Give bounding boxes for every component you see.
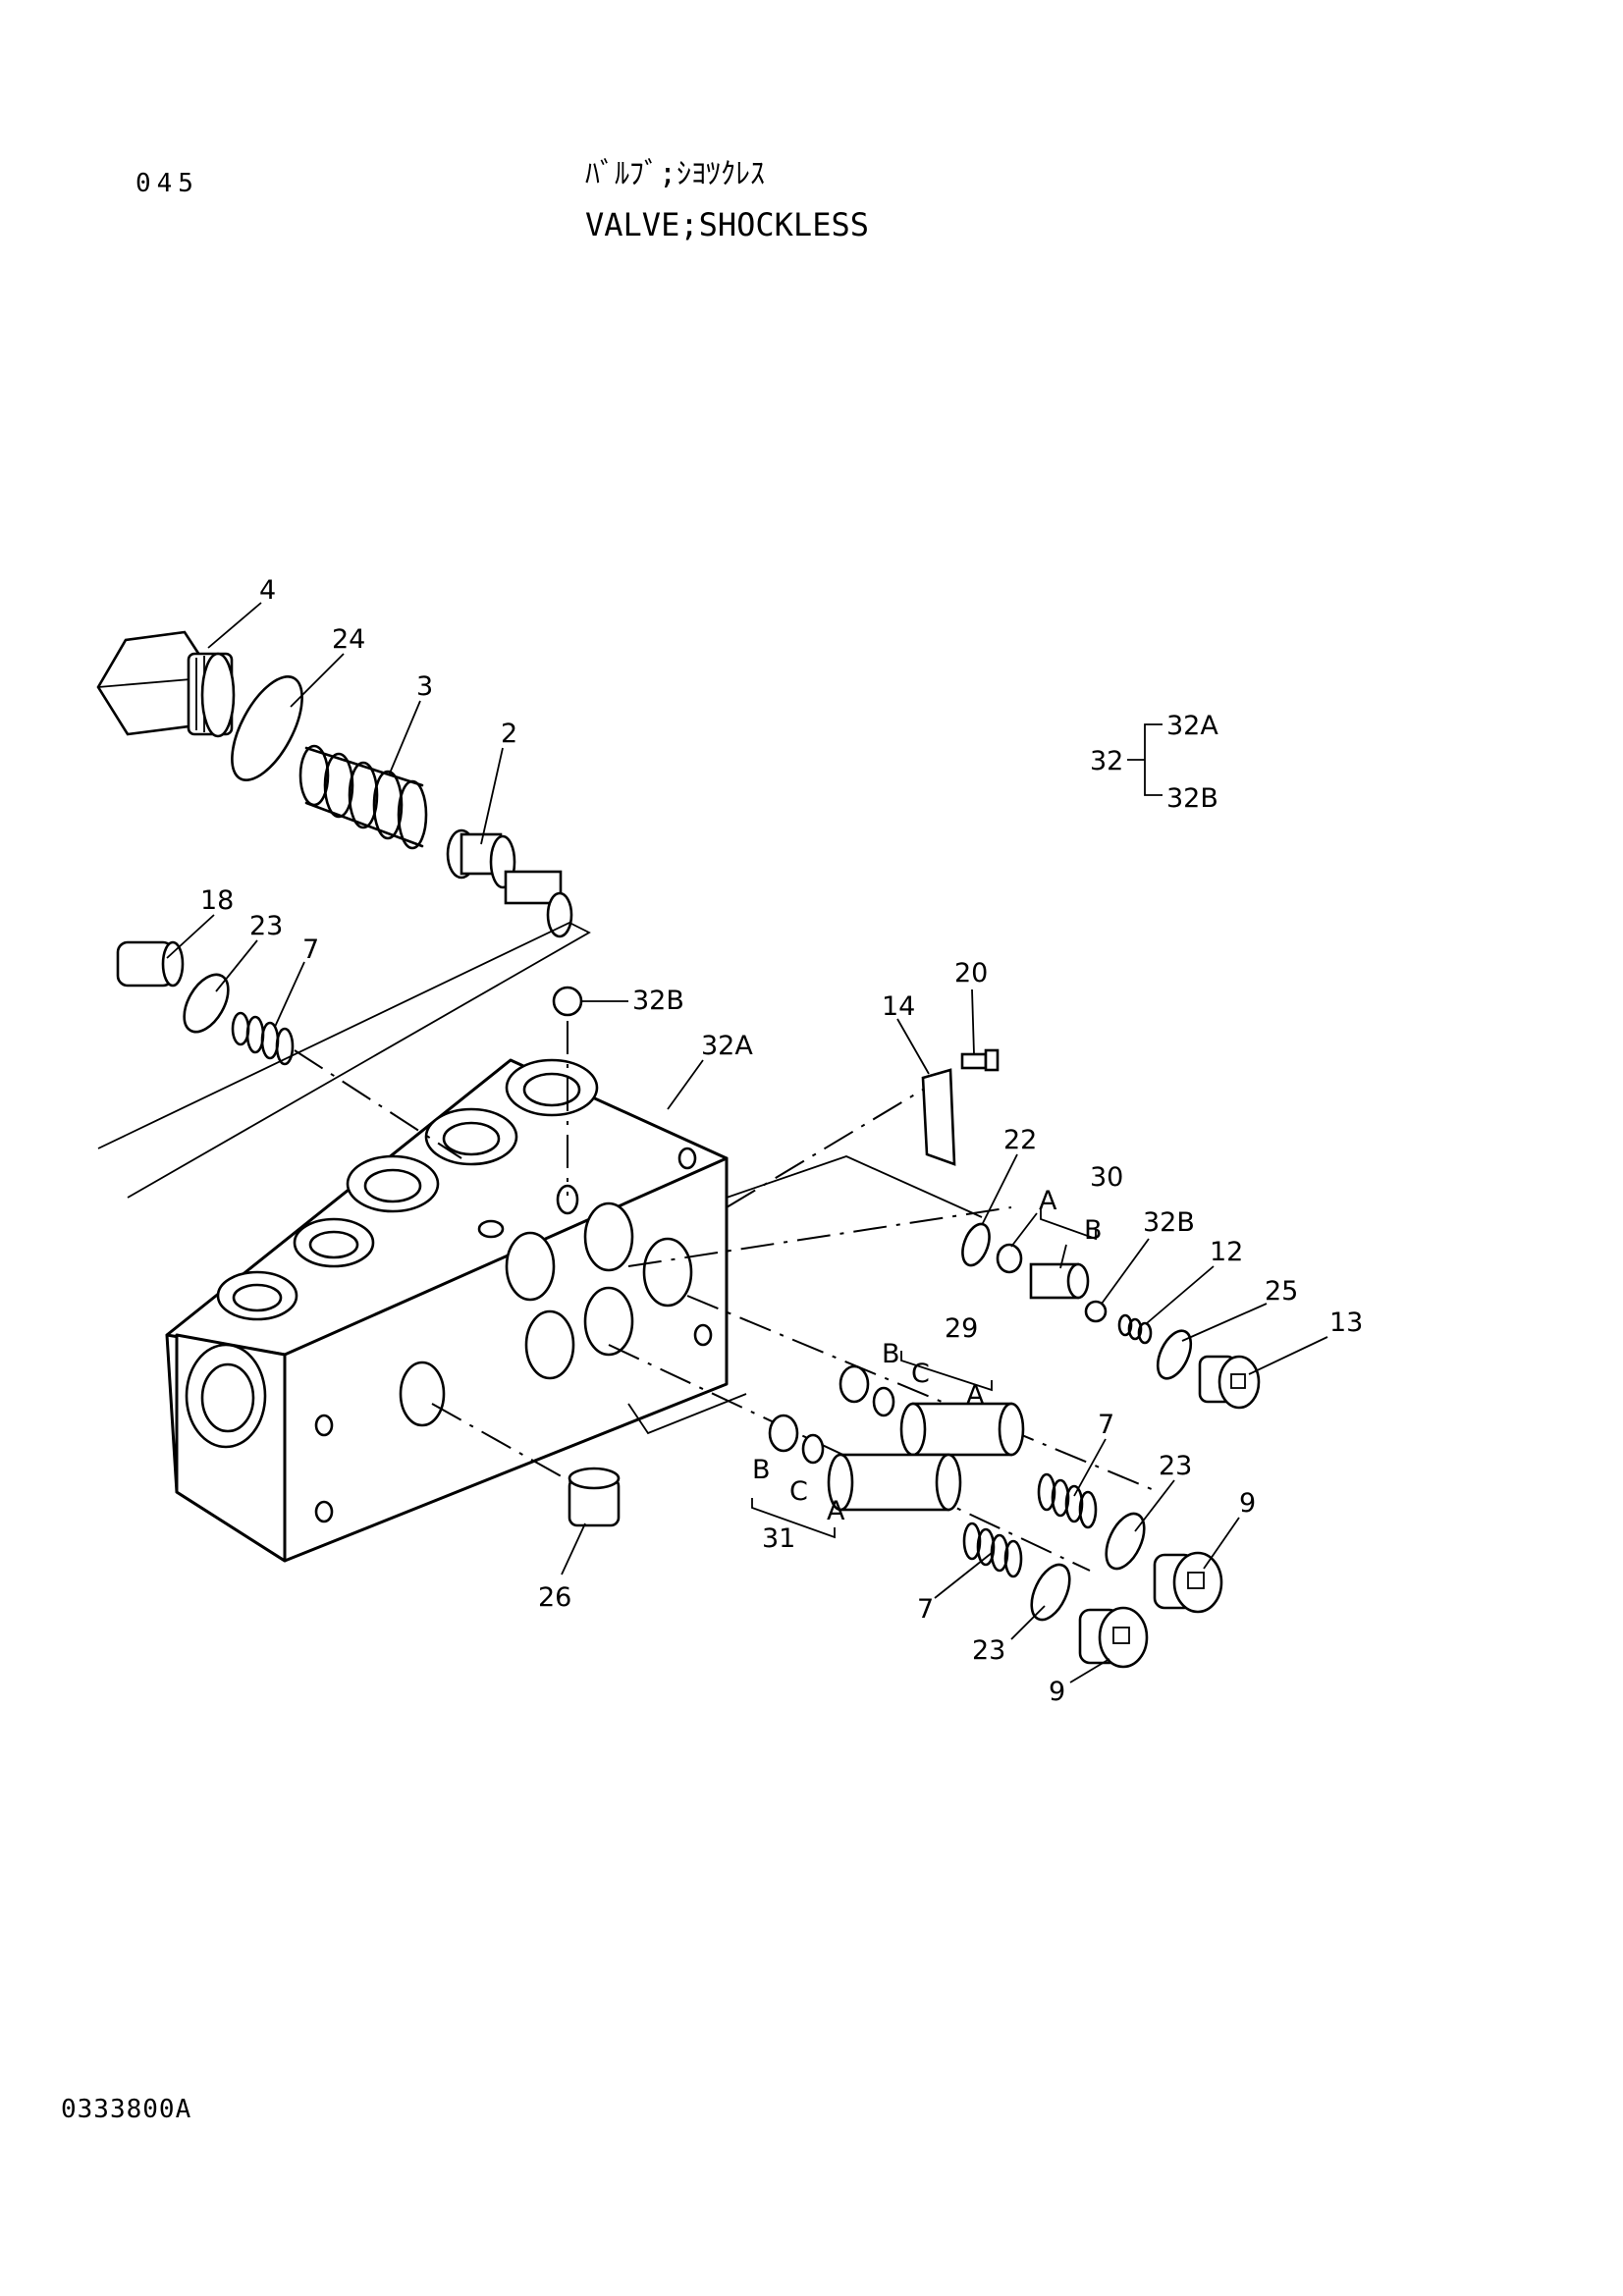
part-30b-piston bbox=[1029, 1262, 1090, 1300]
callout-25: 25 bbox=[1265, 1276, 1298, 1307]
part-31a-spool bbox=[827, 1453, 962, 1512]
callout-32b-top: 32B bbox=[632, 986, 684, 1016]
part-23-o-ring-mid bbox=[1105, 1512, 1146, 1571]
callout-9-lower: 9 bbox=[1049, 1677, 1065, 1707]
part-24-o-ring bbox=[231, 675, 303, 781]
part-32b-ball-right bbox=[1084, 1300, 1108, 1323]
part-23-o-ring-low bbox=[1030, 1563, 1071, 1622]
callout-20: 20 bbox=[954, 958, 988, 988]
part-2-poppet bbox=[446, 828, 573, 938]
center-line-3 bbox=[627, 1206, 1012, 1267]
callout-29-c: C bbox=[911, 1359, 930, 1389]
callout-7-mid: 7 bbox=[1098, 1410, 1114, 1440]
callout-30: 30 bbox=[1090, 1162, 1123, 1193]
center-line-6 bbox=[431, 1403, 590, 1493]
callout-2: 2 bbox=[501, 719, 517, 749]
part-4-hex-plug bbox=[96, 630, 236, 738]
part-31b-seat bbox=[768, 1414, 799, 1453]
drawing-id: 0333800A bbox=[61, 2095, 192, 2124]
center-line-1 bbox=[294, 1049, 462, 1159]
callout-24: 24 bbox=[332, 624, 365, 655]
callout-23-top: 23 bbox=[249, 911, 283, 941]
callout-13: 13 bbox=[1329, 1308, 1363, 1338]
part-30a-seat bbox=[996, 1243, 1023, 1274]
assembly-line-lower bbox=[627, 1393, 747, 1435]
assembly-line-right bbox=[726, 1155, 983, 1218]
callout-31-a: A bbox=[827, 1496, 845, 1526]
legend-child-32a: 32A bbox=[1166, 711, 1218, 741]
part-23-o-ring-top bbox=[183, 973, 230, 1034]
callout-29-b: B bbox=[882, 1339, 900, 1369]
callout-7-low: 7 bbox=[917, 1594, 934, 1625]
part-7-spring-mid bbox=[1037, 1472, 1098, 1529]
part-13-plug bbox=[1198, 1355, 1261, 1410]
callout-31-b: B bbox=[752, 1455, 771, 1485]
legend-parent-32: 32 bbox=[1090, 746, 1123, 776]
callout-18: 18 bbox=[200, 885, 234, 916]
callout-leaders bbox=[166, 602, 1328, 1683]
callout-9-upper: 9 bbox=[1239, 1488, 1256, 1519]
callout-23-mid: 23 bbox=[1159, 1451, 1192, 1481]
title-english: VALVE;SHOCKLESS bbox=[585, 206, 869, 243]
part-9-plug-lower bbox=[1078, 1606, 1149, 1669]
part-29a-spool bbox=[899, 1402, 1025, 1457]
center-line-4 bbox=[686, 1295, 1160, 1493]
part-9-plug-upper bbox=[1153, 1551, 1223, 1614]
callout-26: 26 bbox=[538, 1582, 571, 1613]
part-22-o-ring bbox=[961, 1222, 991, 1267]
callout-3: 3 bbox=[416, 671, 433, 702]
part-3-spring bbox=[298, 744, 428, 850]
part-12-spring bbox=[1117, 1313, 1153, 1345]
callout-30-b: B bbox=[1084, 1215, 1103, 1246]
part-26-plug bbox=[568, 1467, 621, 1527]
part-29b-seat bbox=[839, 1364, 870, 1404]
callout-31-c: C bbox=[789, 1476, 808, 1507]
part-7-spring-top bbox=[231, 1011, 295, 1066]
center-line-2 bbox=[726, 1089, 924, 1208]
part-20-screw bbox=[960, 1048, 1000, 1072]
callout-32a-body: 32A bbox=[701, 1031, 753, 1061]
part-29c-washer bbox=[872, 1386, 895, 1417]
part-32b-ball-top bbox=[552, 986, 583, 1017]
callout-7-top: 7 bbox=[302, 934, 319, 965]
assembly-line-top bbox=[97, 921, 591, 1199]
center-line-5 bbox=[608, 1344, 1091, 1572]
valve-body-32a bbox=[165, 1058, 729, 1563]
part-25-o-ring bbox=[1156, 1329, 1193, 1380]
part-14-bracket bbox=[921, 1068, 956, 1166]
page-number: 045 bbox=[135, 169, 199, 198]
title-japanese: ﾊﾞﾙﾌﾞ;ｼﾖﾂｸﾚｽ bbox=[585, 157, 766, 191]
callout-29: 29 bbox=[945, 1313, 978, 1344]
callout-12: 12 bbox=[1210, 1237, 1243, 1267]
callout-4: 4 bbox=[259, 575, 276, 606]
callout-29-a: A bbox=[966, 1380, 985, 1411]
callout-30-a: A bbox=[1039, 1186, 1057, 1216]
assembly-legend: 32 32A 32B bbox=[1090, 711, 1218, 814]
callout-22: 22 bbox=[1003, 1125, 1037, 1155]
part-18-plug bbox=[116, 940, 185, 988]
callout-14: 14 bbox=[882, 991, 915, 1022]
callout-32b-right: 32B bbox=[1143, 1207, 1195, 1238]
part-31c-washer bbox=[801, 1433, 825, 1465]
callout-31: 31 bbox=[762, 1523, 795, 1554]
callout-23-low: 23 bbox=[972, 1635, 1005, 1666]
legend-child-32b: 32B bbox=[1166, 783, 1218, 814]
